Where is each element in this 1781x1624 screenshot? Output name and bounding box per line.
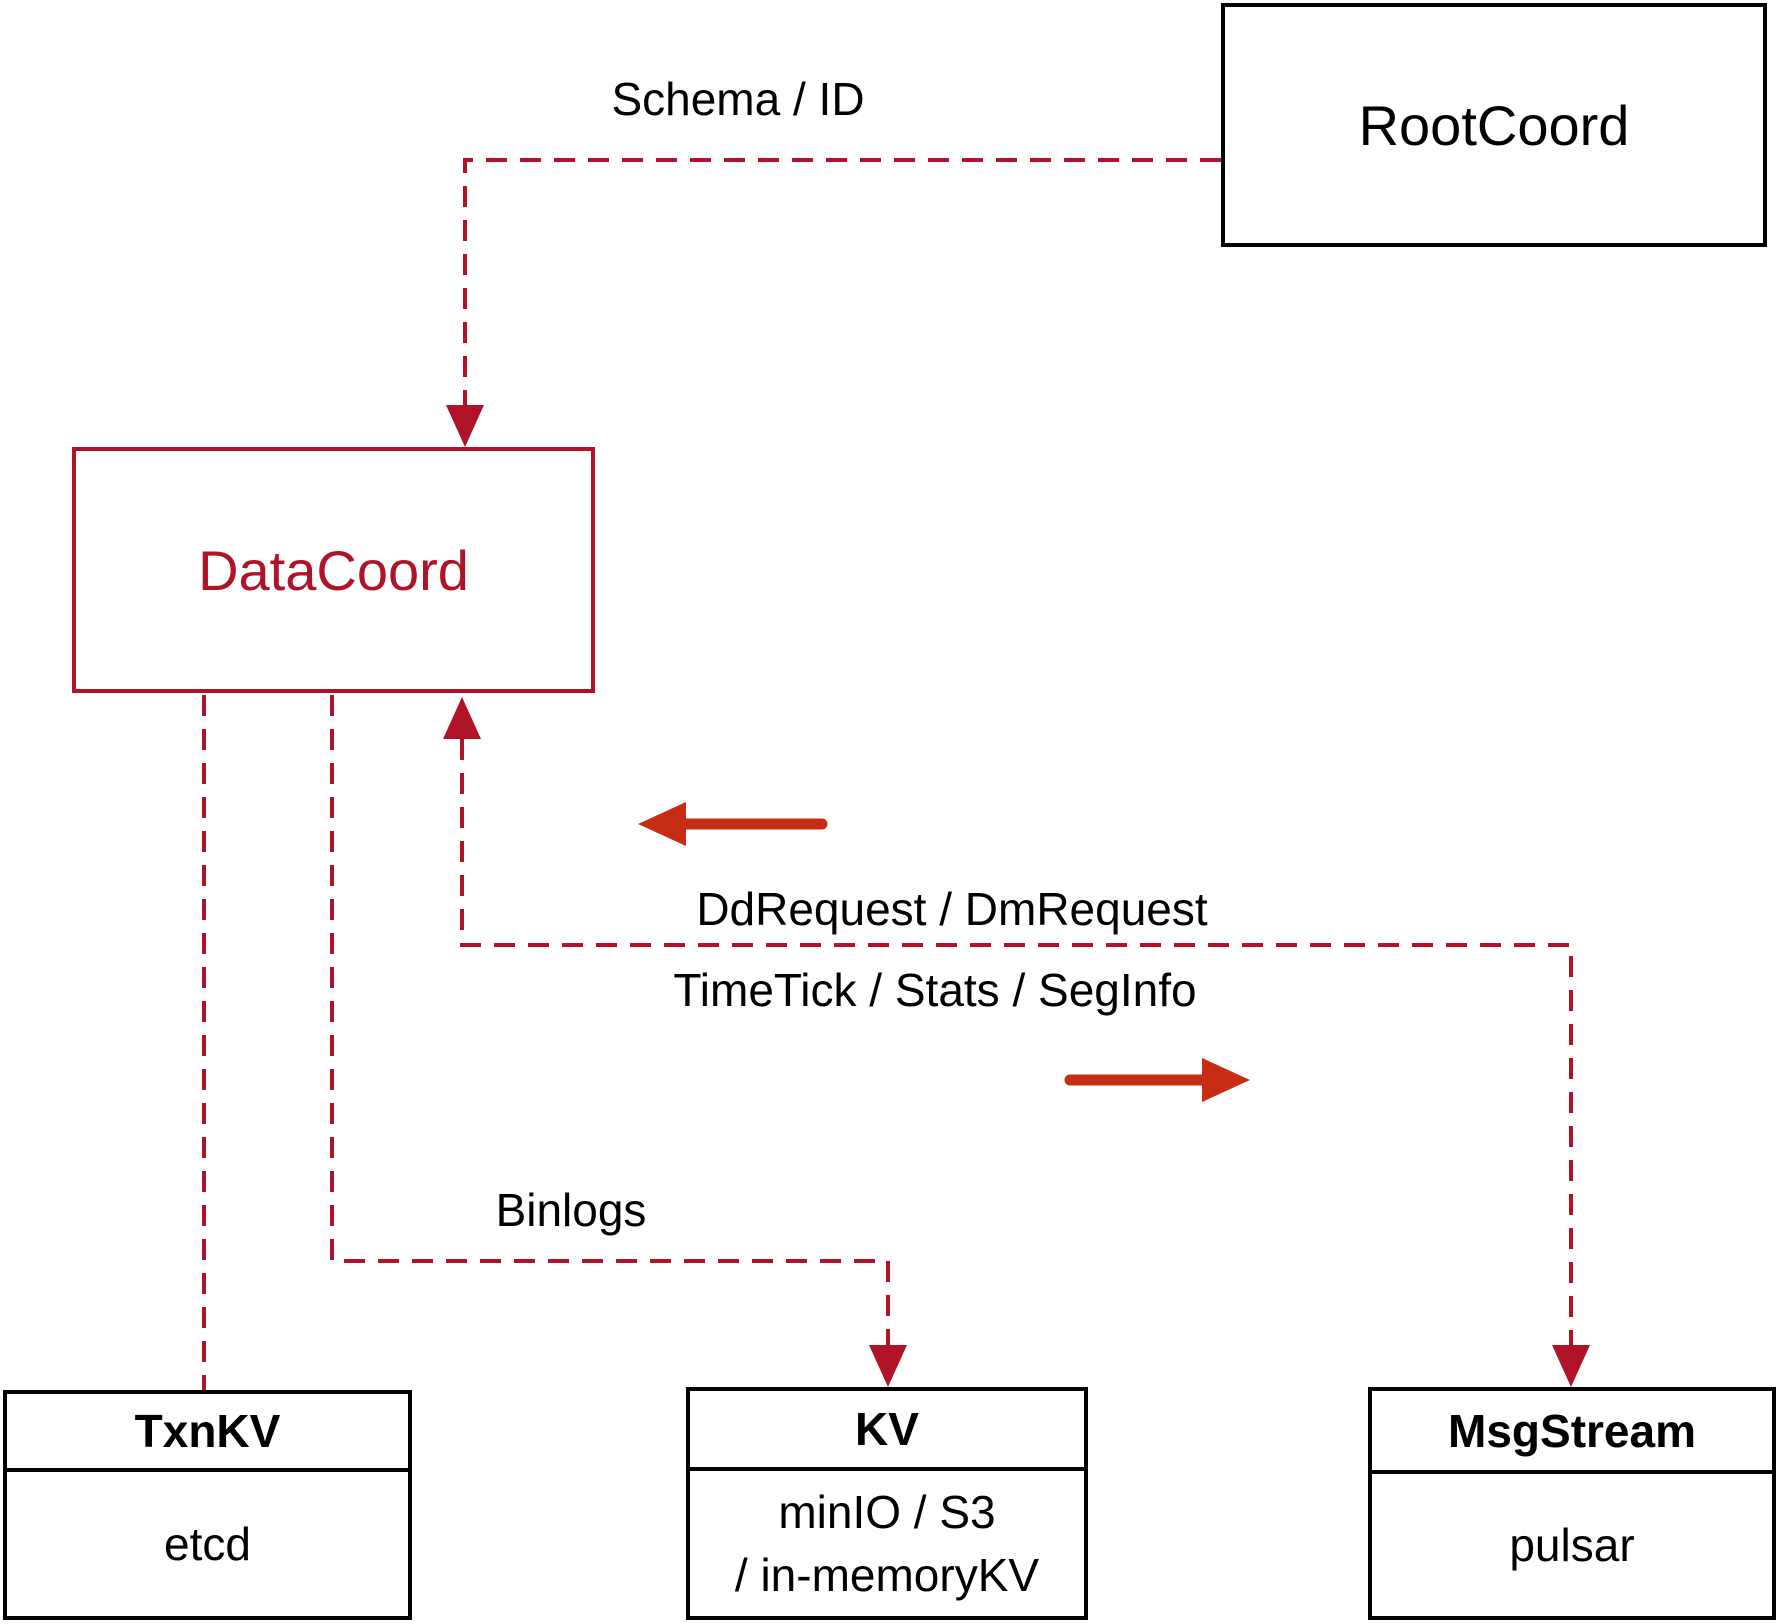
arrow-down-icon <box>1552 1345 1590 1387</box>
kv-body-line1: minIO / S3 <box>778 1485 996 1538</box>
arrow-down-icon <box>869 1345 907 1387</box>
binlogs-edge-label: Binlogs <box>495 1184 647 1236</box>
schema-id-connector <box>463 158 1221 405</box>
binlogs-connector <box>330 695 890 1345</box>
txnkv-title: TxnKV <box>7 1394 408 1472</box>
schema-id-edge-label: Schema / ID <box>611 73 865 125</box>
txnkv-body: etcd <box>164 1517 251 1570</box>
msgstream-datacoord-connector <box>460 739 1573 1345</box>
ddrequest-dmrequest-edge-label: DdRequest / DmRequest <box>696 883 1208 935</box>
timetick-stats-seginfo-edge-label: TimeTick / Stats / SegInfo <box>673 964 1197 1016</box>
rootcoord-node: RootCoord <box>1221 3 1767 247</box>
direction-arrow-right-icon <box>1064 1058 1250 1102</box>
direction-arrow-left-icon <box>638 802 828 846</box>
kv-node: KV minIO / S3 / in-memoryKV <box>686 1387 1088 1620</box>
msgstream-body: pulsar <box>1509 1518 1635 1571</box>
datacoord-label: DataCoord <box>198 538 469 602</box>
datacoord-node: DataCoord <box>72 447 595 693</box>
kv-body: minIO / S3 / in-memoryKV <box>690 1471 1084 1616</box>
kv-title: KV <box>690 1391 1084 1471</box>
arrow-up-icon <box>443 697 481 739</box>
msgstream-title: MsgStream <box>1372 1391 1772 1474</box>
kv-body-line2: / in-memoryKV <box>734 1548 1040 1601</box>
arrow-down-icon <box>446 405 484 447</box>
txnkv-node: TxnKV etcd <box>3 1390 412 1620</box>
msgstream-node: MsgStream pulsar <box>1368 1387 1776 1620</box>
rootcoord-label: RootCoord <box>1358 93 1630 157</box>
